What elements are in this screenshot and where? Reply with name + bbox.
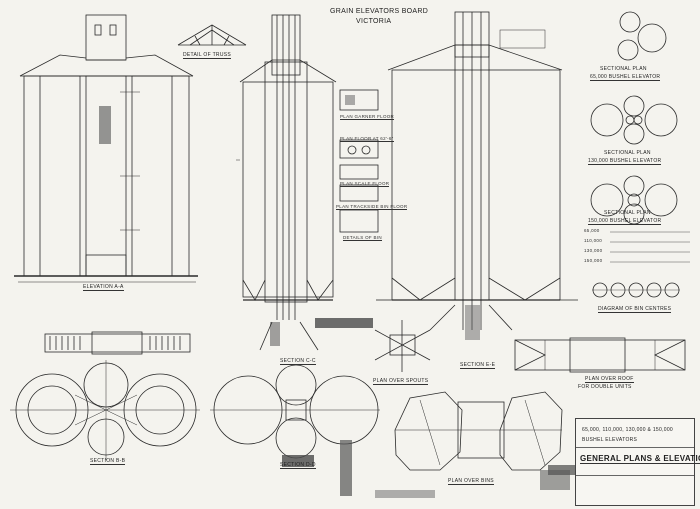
section-ee-drawing: [376, 11, 578, 340]
sectional-150-title: SECTIONAL PLAN: [604, 210, 651, 216]
plan-over-spouts-drawing: [374, 320, 431, 372]
board-state: VICTORIA: [356, 18, 392, 25]
bin-centres-diagram: [592, 231, 690, 298]
plan-spouts-label: PLAN OVER SPOUTS: [373, 378, 429, 385]
sectional-plan-130000: [590, 95, 678, 145]
plan-over-roof-drawing: [514, 337, 686, 373]
section-ee-label: SECTION E-E: [460, 362, 496, 369]
section-dd-drawing: [210, 364, 380, 496]
bin-centres-row: 65,000: [584, 228, 600, 233]
bin-centres-row: 150,000: [584, 258, 603, 263]
sectional-plan-150000: [590, 175, 678, 225]
section-bb-label: SECTION B-B: [90, 458, 126, 465]
plan-roof-sub-label: FOR DOUBLE UNITS: [578, 384, 632, 390]
sectional-130-subtitle: 130,000 BUSHEL ELEVATOR: [588, 158, 662, 165]
section-dd-label: SECTION D-D: [280, 462, 316, 469]
sectional-150-subtitle: 150,000 BUSHEL ELEVATOR: [588, 218, 662, 225]
section-cc-drawing: [236, 14, 373, 351]
title-capacities: 65,000, 110,000, 130,000 & 150,000: [582, 427, 674, 433]
main-title: GENERAL PLANS & ELEVATIONS: [580, 454, 700, 464]
title-elevators: BUSHEL ELEVATORS: [582, 437, 638, 443]
bin-centres-row: 110,000: [584, 238, 603, 243]
section-bb-drawing: [10, 331, 200, 460]
sectional-65-subtitle: 65,000 BUSHEL ELEVATOR: [590, 74, 661, 81]
sectional-65-title: SECTIONAL PLAN: [600, 66, 647, 72]
sectional-plan-65000: [499, 11, 667, 61]
centre-floor-plans: [339, 89, 379, 233]
board-name: GRAIN ELEVATORS BOARD: [330, 8, 429, 15]
elevation-aa-drawing: [14, 14, 198, 283]
tape-mark: [540, 470, 570, 490]
bin-centres-row: 130,000: [584, 248, 603, 253]
tape-mark: [375, 490, 435, 498]
title-block: 65,000, 110,000, 130,000 & 150,000 BUSHE…: [575, 418, 700, 506]
truss-detail-label: DETAIL OF TRUSS: [183, 52, 232, 59]
plan-scale-floor-label: PLAN SCALE FLOOR: [340, 181, 390, 187]
plan-trackside-label: PLAN TRACKSIDE BIN FLOOR: [336, 204, 408, 210]
truss-detail-drawing: [177, 24, 247, 46]
elevation-aa-label: ELEVATION A-A: [83, 284, 124, 291]
sectional-130-title: SECTIONAL PLAN: [604, 150, 651, 156]
details-bin-label: DETAILS OF BIN: [343, 235, 382, 241]
plan-over-bins-drawing: [394, 391, 576, 475]
plan-roof-label: PLAN OVER ROOF: [585, 376, 634, 383]
plan-floor-62-label: PLAN FLOOR AT 62'-6": [340, 136, 394, 142]
plan-bins-label: PLAN OVER BINS: [448, 478, 494, 485]
bin-centres-label: DIAGRAM OF BIN CENTRES: [598, 306, 672, 313]
section-cc-label: SECTION C-C: [280, 358, 316, 365]
plan-garner-label: PLAN GARNER FLOOR: [340, 114, 395, 120]
